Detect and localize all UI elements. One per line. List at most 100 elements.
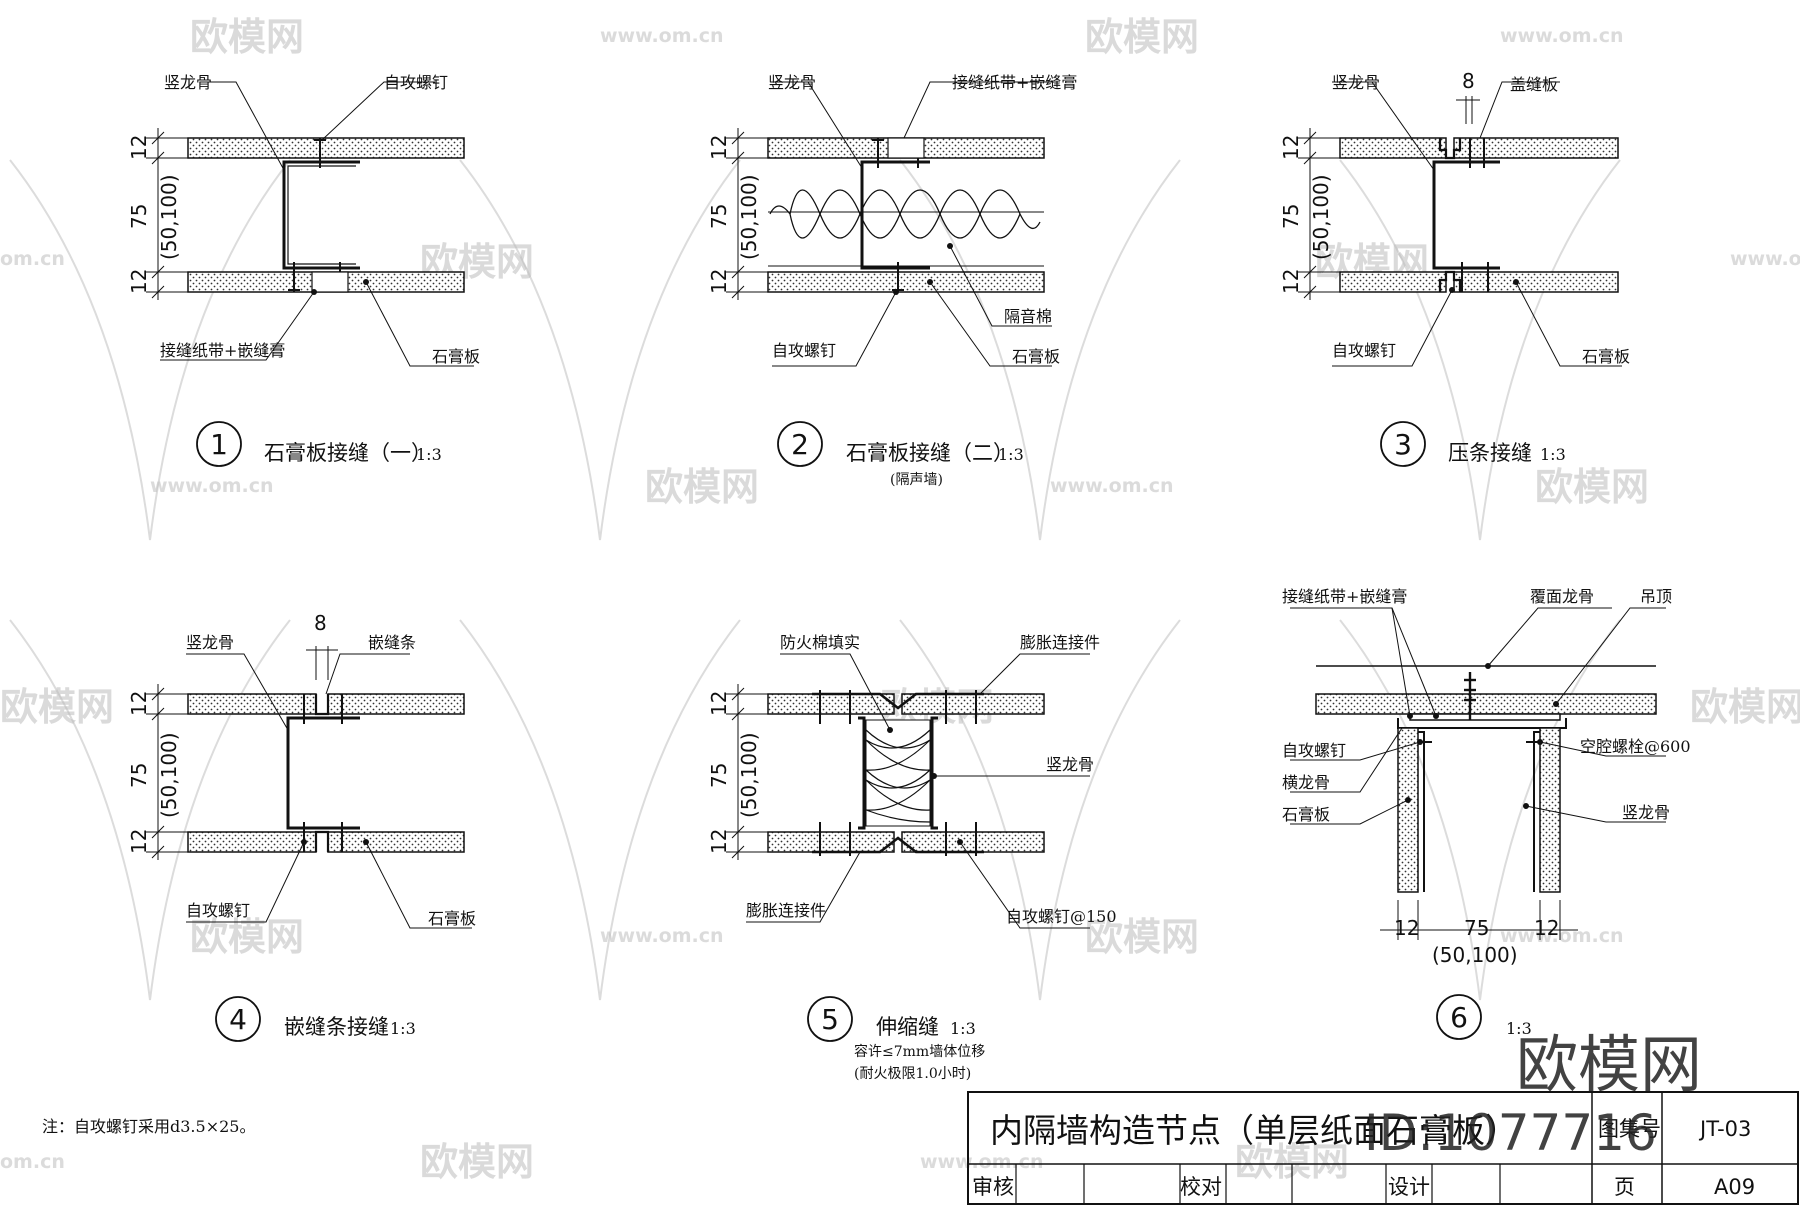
label-tape: 接缝纸带+嵌缝膏 bbox=[160, 341, 285, 360]
dim-cavity: 75 bbox=[707, 763, 731, 788]
title-block-atlas-label: 图集号 bbox=[1598, 1117, 1661, 1141]
title-block-frame bbox=[967, 1091, 1799, 1205]
watermark-url: www.om.cn bbox=[150, 475, 274, 497]
stud-right bbox=[1533, 731, 1540, 892]
label-bolt: 空腔螺栓@600 bbox=[1580, 737, 1691, 756]
detail-scale: 1:3 bbox=[390, 1019, 416, 1038]
title-block-page-value: A09 bbox=[1714, 1175, 1755, 1199]
joint-strip-top bbox=[314, 694, 330, 716]
cover-strip-top bbox=[1438, 138, 1462, 160]
watermark-id: ID:1077716 bbox=[1364, 1104, 1657, 1162]
watermark-url-short: om.cn bbox=[0, 248, 65, 270]
watermark-url: www.om.cn bbox=[600, 25, 724, 47]
label-cover: 盖缝板 bbox=[1510, 75, 1558, 94]
detail-scale: 1:3 bbox=[998, 445, 1024, 464]
watermark-url: www.om.cn bbox=[1730, 248, 1800, 270]
detail-title: 石膏板接缝（一） bbox=[264, 441, 432, 465]
title-block-page-label: 页 bbox=[1614, 1175, 1635, 1199]
label-cover-keel: 覆面龙骨 bbox=[1530, 587, 1594, 606]
label-strip: 嵌缝条 bbox=[368, 633, 416, 652]
dim-board-thickness-bottom: 12 bbox=[127, 269, 151, 294]
watermark-url: www.om.cn bbox=[920, 1151, 1044, 1173]
dim-board-thickness-top: 12 bbox=[127, 691, 151, 716]
title-block-atlas-value: JT-03 bbox=[1698, 1117, 1751, 1141]
dim-board-left: 12 bbox=[1394, 916, 1419, 940]
sound-insulation-wool bbox=[769, 189, 1041, 239]
title-block: 内隔墙构造节点（单层纸面石膏板） 图集号 JT-03 审核 校对 设计 页 A0… bbox=[967, 1091, 1799, 1205]
stud-left bbox=[858, 716, 866, 830]
label-fill: 防火棉填实 bbox=[780, 633, 860, 652]
c-stud bbox=[860, 160, 930, 270]
stud-right bbox=[930, 716, 938, 830]
dim-board-thickness-top: 12 bbox=[707, 135, 731, 160]
joint-tape bbox=[887, 137, 925, 159]
detail-subtitle: (隔声墙) bbox=[890, 472, 943, 488]
detail-number-circle bbox=[215, 996, 261, 1042]
dim-board-right: 12 bbox=[1534, 916, 1559, 940]
dim-cavity-alt: (50,100) bbox=[157, 174, 181, 260]
gypsum-board-top-right bbox=[1453, 137, 1619, 159]
fire-wool-fill bbox=[865, 719, 931, 827]
joint-tape bbox=[311, 271, 349, 293]
label-wool: 隔音棉 bbox=[1004, 307, 1052, 326]
watermark-brand: 欧模网 bbox=[1085, 915, 1199, 959]
detail-title: 嵌缝条接缝 bbox=[284, 1015, 389, 1039]
detail-number: 2 bbox=[791, 428, 809, 461]
gypsum-board-bottom bbox=[767, 271, 1045, 293]
detail-number: 6 bbox=[1450, 1001, 1468, 1034]
watermark-layer: 欧模网 欧模网 欧模网 欧模网 欧模网 欧模网 欧模网 欧模网 欧模网 欧模网 … bbox=[0, 15, 1800, 1184]
gypsum-board-top bbox=[187, 137, 465, 159]
detail-1: 12 75 (50,100) 12 竖龙骨 自攻螺钉 接缝纸带+嵌缝膏 石膏板 … bbox=[127, 73, 480, 467]
detail-number: 1 bbox=[210, 428, 228, 461]
cover-strip-bottom bbox=[1438, 270, 1462, 292]
dim-gap: 8 bbox=[314, 611, 327, 635]
expansion-connector-bottom bbox=[812, 836, 984, 854]
gypsum-board-bottom-left bbox=[187, 831, 317, 853]
dim-board-thickness-top: 12 bbox=[707, 691, 731, 716]
c-stud-inner bbox=[287, 165, 356, 265]
gypsum-board-bottom-right bbox=[327, 831, 465, 853]
detail-scale: 1:3 bbox=[1540, 445, 1566, 464]
label-stud: 竖龙骨 bbox=[164, 73, 212, 92]
watermark-url: www.om.cn bbox=[1500, 25, 1624, 47]
wall-board-right bbox=[1539, 727, 1561, 893]
dim-cavity: 75 bbox=[707, 204, 731, 229]
detail-scale: 1:3 bbox=[416, 445, 442, 464]
gypsum-board-bottom-right bbox=[901, 831, 1045, 853]
watermark-brand: 欧模网 bbox=[190, 15, 304, 59]
watermark-url: www.om.cn bbox=[600, 925, 724, 947]
detail-number-circle bbox=[1380, 421, 1426, 467]
dim-cavity: 75 bbox=[1464, 916, 1489, 940]
label-tape: 接缝纸带+嵌缝膏 bbox=[1282, 587, 1407, 606]
label-stud: 竖龙骨 bbox=[1622, 803, 1670, 822]
dim-board-thickness-bottom: 12 bbox=[707, 269, 731, 294]
label-tape: 接缝纸带+嵌缝膏 bbox=[952, 73, 1077, 92]
dim-cavity: 75 bbox=[127, 204, 151, 229]
detail-number-circle bbox=[1436, 994, 1482, 1040]
title-block-title: 内隔墙构造节点（单层纸面石膏板） bbox=[990, 1111, 1518, 1150]
dim-board-thickness-top: 12 bbox=[127, 135, 151, 160]
top-track bbox=[1397, 718, 1567, 729]
c-stud bbox=[282, 160, 360, 270]
dim-cavity-alt: (50,100) bbox=[737, 732, 761, 818]
detail-4: 8 12 75 (50,100) 12 竖龙骨 嵌缝条 自攻螺钉 石膏板 4 嵌… bbox=[127, 611, 476, 1042]
label-ceiling: 吊顶 bbox=[1640, 587, 1672, 606]
label-screw: 自攻螺钉 bbox=[186, 901, 250, 920]
detail-2: 12 75 (50,100) 12 竖龙骨 接缝纸带+嵌缝膏 隔音棉 自攻螺钉 … bbox=[707, 73, 1077, 488]
detail-5: 12 75 (50,100) 12 防火棉填实 膨胀连接件 竖龙骨 膨胀连接件 … bbox=[707, 633, 1117, 1082]
gypsum-board-top-right bbox=[901, 693, 1045, 715]
watermark-brand: 欧模网 bbox=[1690, 685, 1800, 729]
label-screw: 自攻螺钉 bbox=[1282, 741, 1346, 760]
detail-scale: 1:3 bbox=[950, 1019, 976, 1038]
title-block-review: 审核 bbox=[972, 1175, 1014, 1199]
general-note: 注：自攻螺钉采用d3.5×25。 bbox=[42, 1117, 255, 1136]
label-stud: 竖龙骨 bbox=[1332, 73, 1380, 92]
label-screw: 自攻螺钉 bbox=[384, 73, 448, 92]
detail-number: 3 bbox=[1394, 428, 1412, 461]
label-board: 石膏板 bbox=[428, 909, 476, 928]
gypsum-board-top-left bbox=[1339, 137, 1447, 159]
c-stud bbox=[1432, 160, 1500, 270]
label-stud: 竖龙骨 bbox=[186, 633, 234, 652]
label-board: 石膏板 bbox=[1582, 347, 1630, 366]
